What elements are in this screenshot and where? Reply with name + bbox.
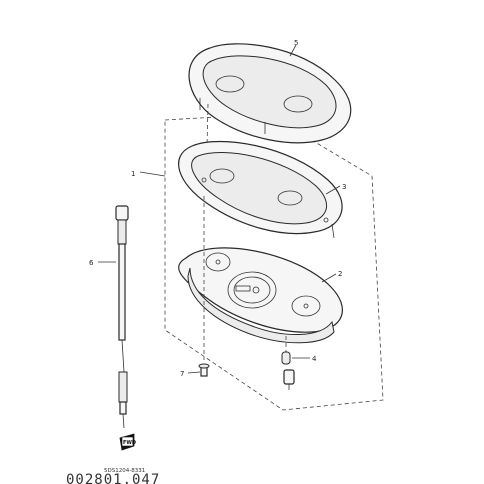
callout-4: 4 [312,355,317,363]
callout-2: 2 [338,270,342,278]
fwd-direction-tag: FWD [119,433,136,451]
part-5-bezel-cover [188,43,352,191]
part-7-screw [198,363,210,377]
callout-7: 7 [180,370,184,378]
callout-3: 3 [342,183,346,191]
part-6-speedometer-cable [115,205,129,429]
part-2-meter-assembly [178,196,343,360]
part-4-bulb-socket [281,351,295,390]
drawing-code: 002801.047 [66,472,160,484]
leader-lines [98,44,341,374]
fwd-label: FWD [123,440,136,446]
callout-6: 6 [89,259,94,267]
callout-5: 5 [294,39,298,47]
small-part-code: 5DS1204-8331 [104,468,145,474]
callout-1: 1 [131,170,135,178]
part-3-inner-bezel [178,140,343,239]
assembly-boundary [164,113,384,411]
